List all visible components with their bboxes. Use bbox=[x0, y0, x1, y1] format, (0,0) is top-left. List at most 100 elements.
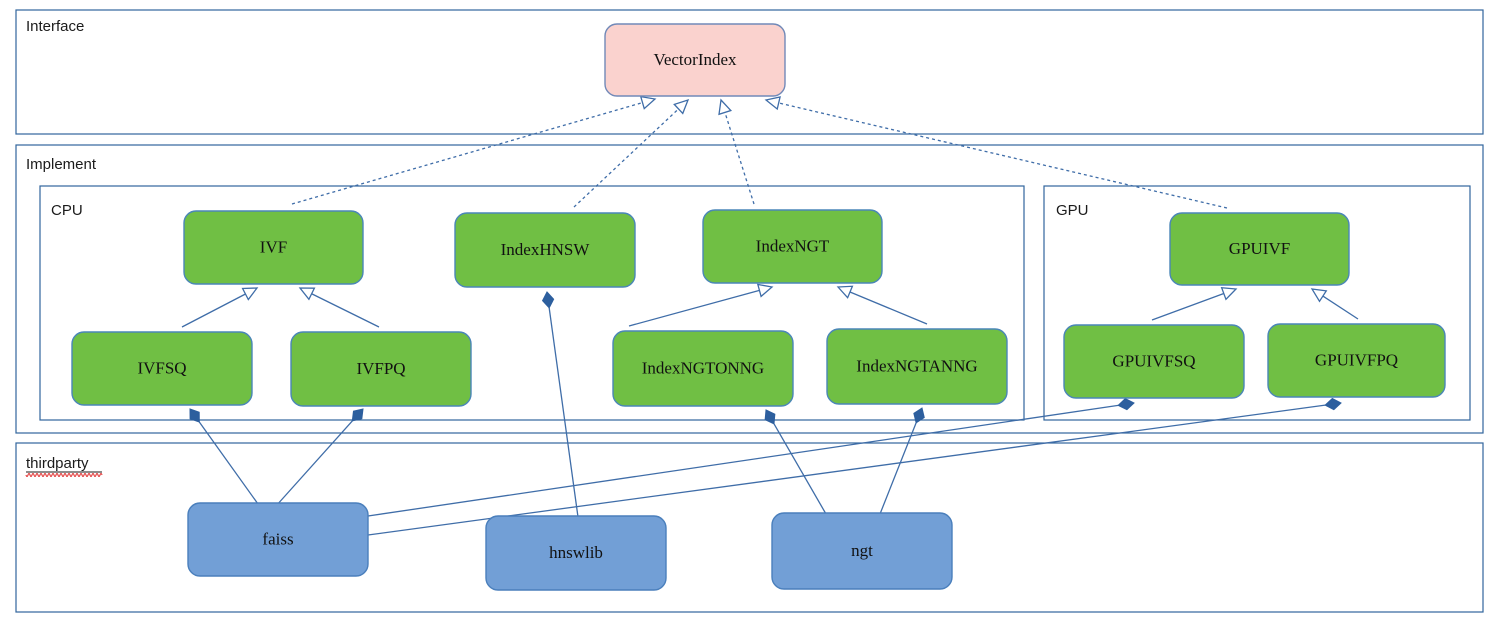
node-label-gpuivfpq: GPUIVFPQ bbox=[1315, 350, 1398, 369]
node-label-indexngtonng: IndexNGTONNG bbox=[642, 358, 764, 377]
composition-diamond-hnswlib-indexhnsw bbox=[541, 291, 555, 309]
node-label-ivfpq: IVFPQ bbox=[356, 359, 405, 378]
class-node-indexngt[interactable]: IndexNGT bbox=[702, 209, 883, 284]
edge-gpuivf-vectorindex bbox=[764, 96, 1228, 209]
class-node-ivf[interactable]: IVF bbox=[183, 210, 364, 285]
edge-faiss-gpuivfsq bbox=[367, 398, 1135, 517]
edge-line-hnswlib-indexhnsw bbox=[548, 307, 579, 518]
edge-indexngtonng-indexngt bbox=[628, 283, 774, 327]
inheritance-arrowhead-ivfpq-ivf bbox=[298, 287, 316, 301]
edge-line-ivfpq-ivf bbox=[311, 293, 380, 328]
edge-gpuivfsq-gpuivf bbox=[1151, 286, 1238, 321]
edge-indexngt-vectorindex bbox=[718, 98, 755, 205]
edge-line-faiss-ivfsq bbox=[198, 421, 259, 505]
edge-line-ngt-indexngtonng bbox=[773, 423, 827, 515]
edge-line-indexngt-vectorindex bbox=[724, 112, 755, 205]
edge-ivfpq-ivf bbox=[298, 287, 380, 328]
edge-line-indexngtanng-indexngt bbox=[849, 291, 928, 325]
group-label-gpu: GPU bbox=[1056, 202, 1089, 219]
node-label-gpuivf: GPUIVF bbox=[1229, 239, 1290, 258]
class-node-gpuivfpq[interactable]: GPUIVFPQ bbox=[1267, 323, 1446, 398]
node-label-gpuivfsq: GPUIVFSQ bbox=[1112, 351, 1195, 370]
edge-faiss-gpuivfpq bbox=[367, 397, 1342, 536]
node-label-ivf: IVF bbox=[260, 237, 287, 256]
edge-hnswlib-indexhnsw bbox=[541, 291, 579, 518]
inheritance-arrowhead-indexngtanng-indexngt bbox=[836, 285, 854, 299]
class-node-indexhnsw[interactable]: IndexHNSW bbox=[454, 212, 636, 288]
spellcheck-underline-thirdparty bbox=[25, 472, 103, 478]
class-node-indexngtonng[interactable]: IndexNGTONNG bbox=[612, 330, 794, 407]
edge-indexhnsw-vectorindex bbox=[573, 98, 690, 208]
group-label-implement: Implement bbox=[26, 156, 97, 173]
inheritance-arrowhead-gpuivfpq-gpuivf bbox=[1310, 288, 1328, 303]
edge-line-faiss-gpuivfpq bbox=[367, 404, 1326, 536]
edge-line-ivfsq-ivf bbox=[181, 293, 246, 328]
node-label-hnswlib: hnswlib bbox=[549, 543, 603, 562]
node-box-ngt[interactable] bbox=[771, 512, 953, 590]
node-label-vectorindex: VectorIndex bbox=[653, 50, 737, 69]
edge-line-indexngtonng-indexngt bbox=[628, 289, 760, 327]
node-box-gpuivfsq[interactable] bbox=[1063, 324, 1245, 399]
edge-ivfsq-ivf bbox=[181, 287, 259, 328]
composition-diamond-faiss-ivfsq bbox=[189, 408, 200, 423]
class-node-ngt[interactable]: ngt bbox=[771, 512, 953, 590]
node-box-ivfpq[interactable] bbox=[290, 331, 472, 407]
class-node-faiss[interactable]: faiss bbox=[187, 502, 369, 577]
node-box-indexhnsw[interactable] bbox=[454, 212, 636, 288]
node-label-indexngt: IndexNGT bbox=[756, 236, 830, 255]
inheritance-arrowhead-gpuivf-vectorindex bbox=[764, 96, 781, 111]
node-box-hnswlib[interactable] bbox=[485, 515, 667, 591]
relationships-layer bbox=[181, 95, 1359, 536]
node-box-indexngt[interactable] bbox=[702, 209, 883, 284]
node-box-vectorindex[interactable] bbox=[604, 23, 786, 97]
class-node-ivfsq[interactable]: IVFSQ bbox=[71, 331, 253, 406]
node-box-indexngtanng[interactable] bbox=[826, 328, 1008, 405]
group-label-cpu: CPU bbox=[51, 202, 83, 219]
class-node-gpuivfsq[interactable]: GPUIVFSQ bbox=[1063, 324, 1245, 399]
composition-diamond-ngt-indexngtonng bbox=[764, 409, 776, 425]
inheritance-arrowhead-ivfsq-ivf bbox=[241, 287, 259, 301]
node-box-ivf[interactable] bbox=[183, 210, 364, 285]
inheritance-arrowhead-gpuivfsq-gpuivf bbox=[1220, 286, 1238, 301]
class-node-indexngtanng[interactable]: IndexNGTANNG bbox=[826, 328, 1008, 405]
edge-line-gpuivfpq-gpuivf bbox=[1322, 295, 1359, 320]
node-label-indexngtanng: IndexNGTANNG bbox=[856, 356, 977, 375]
edge-ngt-indexngtonng bbox=[764, 409, 827, 515]
group-label-interface: Interface bbox=[26, 18, 84, 35]
node-label-ngt: ngt bbox=[851, 541, 873, 560]
node-box-faiss[interactable] bbox=[187, 502, 369, 577]
edge-line-gpuivf-vectorindex bbox=[778, 102, 1228, 209]
edge-line-ivf-vectorindex bbox=[291, 101, 643, 205]
inheritance-arrowhead-ivf-vectorindex bbox=[639, 95, 657, 110]
class-node-gpuivf[interactable]: GPUIVF bbox=[1169, 212, 1350, 286]
class-node-hnswlib[interactable]: hnswlib bbox=[485, 515, 667, 591]
edge-gpuivfpq-gpuivf bbox=[1310, 288, 1359, 320]
node-label-indexhnsw: IndexHNSW bbox=[501, 240, 591, 259]
inheritance-arrowhead-indexngt-vectorindex bbox=[718, 98, 733, 116]
node-label-faiss: faiss bbox=[262, 529, 293, 548]
composition-diamond-faiss-gpuivfsq bbox=[1117, 398, 1135, 411]
edge-line-ngt-indexngtanng bbox=[879, 422, 917, 515]
node-box-gpuivf[interactable] bbox=[1169, 212, 1350, 286]
edge-faiss-ivfsq bbox=[189, 408, 259, 505]
edge-line-faiss-ivfpq bbox=[275, 420, 353, 507]
node-box-ivfsq[interactable] bbox=[71, 331, 253, 406]
edge-line-gpuivfsq-gpuivf bbox=[1151, 292, 1225, 321]
edge-indexngtanng-indexngt bbox=[836, 285, 928, 325]
inheritance-arrowhead-indexngtonng-indexngt bbox=[756, 283, 774, 298]
composition-diamond-faiss-ivfpq bbox=[351, 408, 364, 422]
composition-diamond-ngt-indexngtanng bbox=[913, 407, 925, 424]
edge-ngt-indexngtanng bbox=[879, 407, 925, 515]
node-box-indexngtonng[interactable] bbox=[612, 330, 794, 407]
inheritance-arrowhead-indexhnsw-vectorindex bbox=[673, 98, 690, 115]
group-label-thirdparty: thirdparty bbox=[26, 455, 89, 472]
class-node-vectorindex[interactable]: VectorIndex bbox=[604, 23, 786, 97]
node-box-gpuivfpq[interactable] bbox=[1267, 323, 1446, 398]
edge-ivf-vectorindex bbox=[291, 95, 657, 205]
class-node-ivfpq[interactable]: IVFPQ bbox=[290, 331, 472, 407]
composition-diamond-faiss-gpuivfpq bbox=[1324, 397, 1342, 411]
edge-faiss-ivfpq bbox=[275, 408, 364, 507]
